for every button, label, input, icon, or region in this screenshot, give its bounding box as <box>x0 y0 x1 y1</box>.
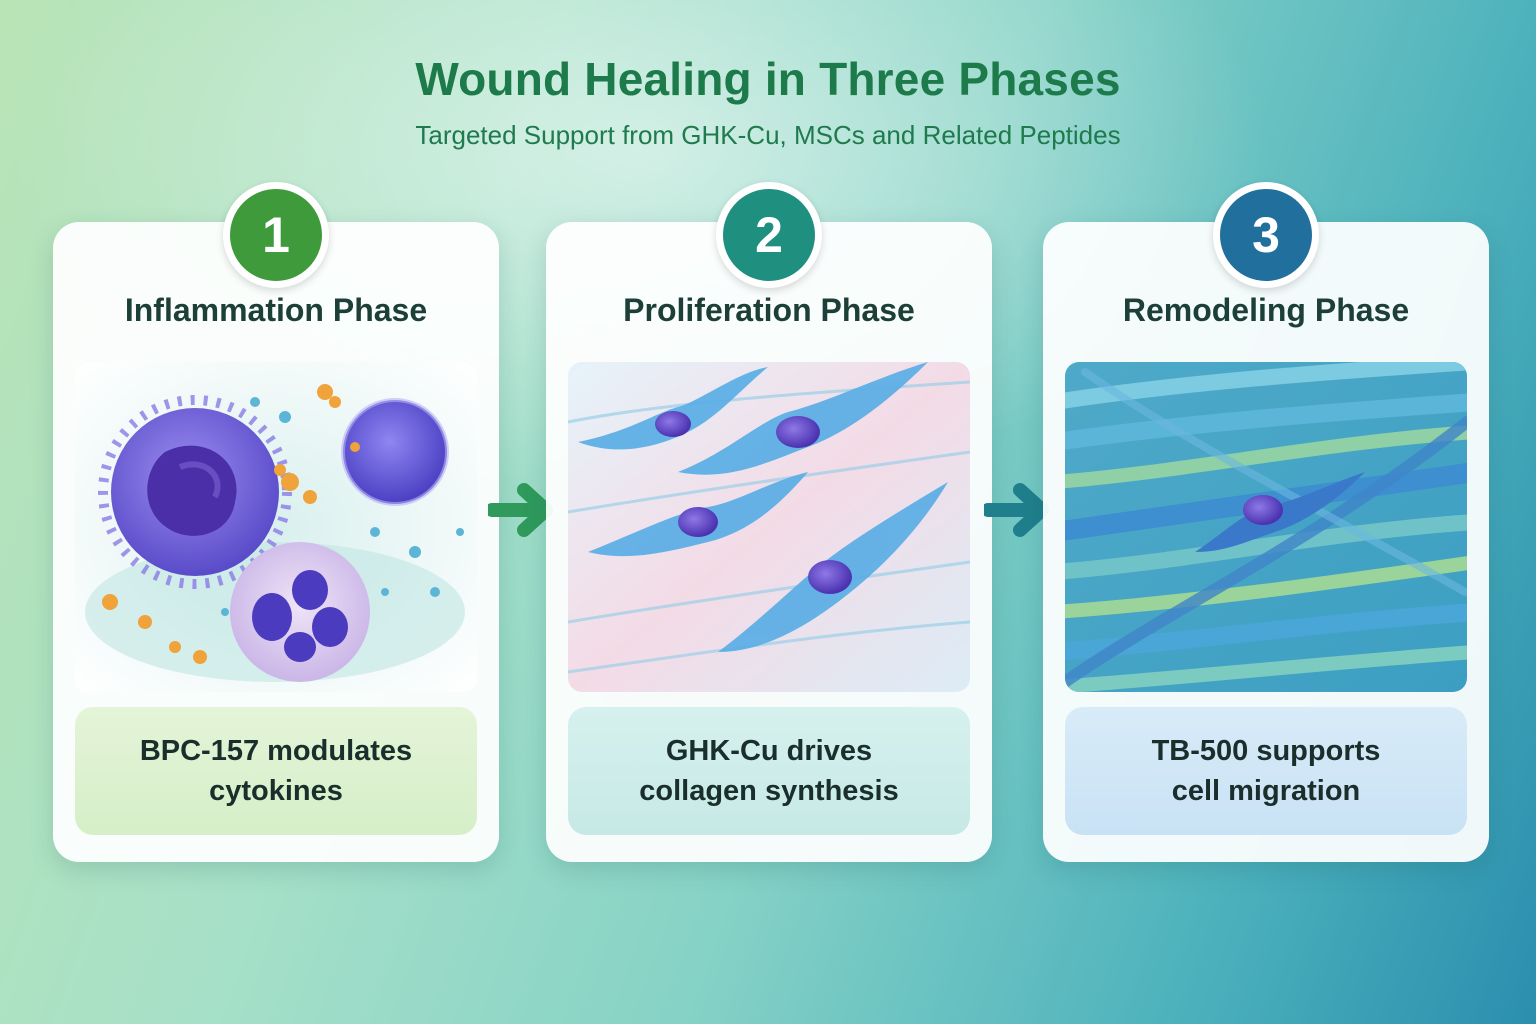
collagen-fibers-icon <box>1065 362 1467 692</box>
phase-description: BPC-157 modulates cytokines <box>75 707 477 835</box>
description-line-1: TB-500 supports <box>1151 735 1381 767</box>
description-line-2: cytokines <box>209 775 343 807</box>
page-title: Wound Healing in Three Phases <box>415 53 1121 105</box>
phase-description: GHK-Cu drives collagen synthesis <box>568 707 970 835</box>
phase-number-badge: 1 <box>223 182 329 288</box>
collagen-fibers-illustration <box>1065 362 1467 692</box>
phase-title: Proliferation Phase <box>623 292 915 328</box>
phase-title: Inflammation Phase <box>124 292 428 328</box>
phase-number-badge: 3 <box>1213 182 1319 288</box>
fibroblast-illustration <box>568 362 970 692</box>
description-line-1: GHK-Cu drives <box>665 735 873 767</box>
phase-title: Remodeling Phase <box>1122 292 1410 328</box>
page-subtitle: Targeted Support from GHK-Cu, MSCs and R… <box>415 120 1121 150</box>
phase-card-proliferation: 2 Proliferation Phase <box>546 182 992 862</box>
phase-number-badge: 2 <box>716 182 822 288</box>
description-line-2: collagen synthesis <box>639 775 899 807</box>
inflammation-cells-illustration <box>75 362 477 692</box>
description-line-2: cell migration <box>1171 775 1361 807</box>
phase-description: TB-500 supports cell migration <box>1065 707 1467 835</box>
phase-card-inflammation: 1 Inflammation Phase <box>53 182 499 862</box>
phase-card-remodeling: 3 Remodeling Phase <box>1043 182 1489 862</box>
immune-cells-icon <box>75 362 477 692</box>
arrow-right-icon <box>984 478 1056 542</box>
fibroblast-cells-icon <box>568 362 970 692</box>
description-line-1: BPC-157 modulates <box>139 735 413 767</box>
